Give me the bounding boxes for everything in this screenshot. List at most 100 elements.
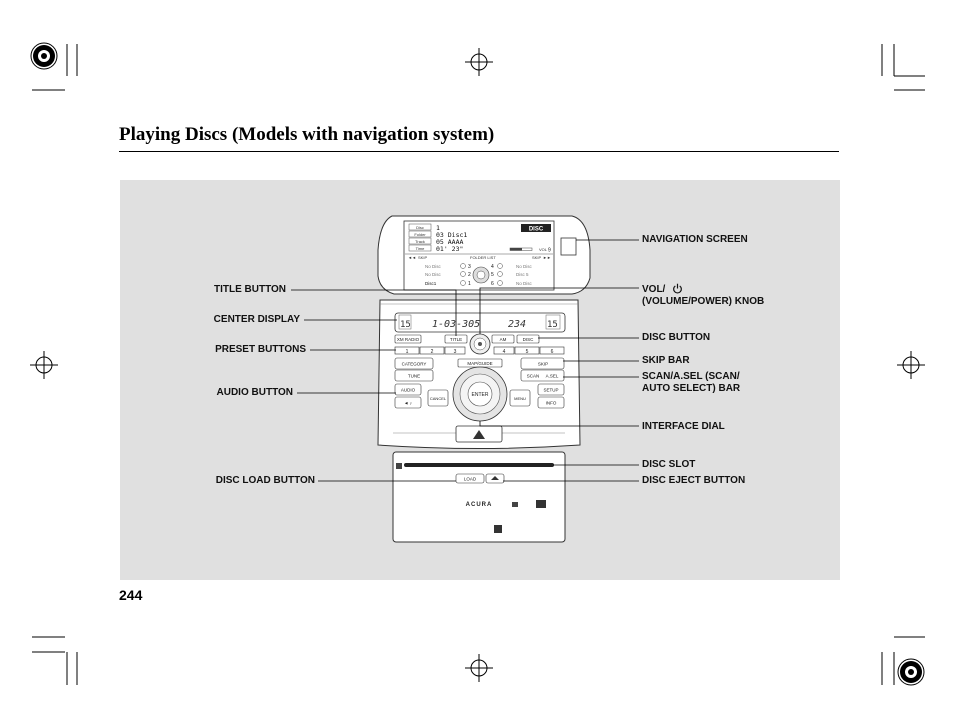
preset-buttons: 1 2 3 4 5 6 <box>394 346 565 355</box>
nav-row-value-2: 05 AAAA <box>436 238 463 246</box>
slot-num-1: 2 <box>468 272 471 278</box>
slot-text-1: No Disc <box>425 272 442 277</box>
callout-vol-knob: VOL/ (VOLUME/POWER) KNOB <box>642 283 764 308</box>
nav-screen-rows: Disc Folder Track Time 1 03 Disc1 05 AAA… <box>405 223 553 287</box>
preset-1-label: 1 <box>406 349 409 355</box>
callout-scan-bar: SCAN/A.SEL (SCAN/ AUTO SELECT) BAR <box>642 371 740 395</box>
title-button-label: TITLE <box>450 337 462 342</box>
skip-bar <box>520 357 565 370</box>
slot-num-5: 6 <box>491 281 494 287</box>
callout-disc-slot: DISC SLOT <box>642 459 696 470</box>
am-button-label: AM <box>500 337 507 342</box>
xm-radio-label: XM RADIO <box>397 337 420 342</box>
menu-label: MENU <box>514 396 526 401</box>
center-display-left: 15 <box>400 320 411 330</box>
callout-scan-line2: AUTO SELECT) BAR <box>642 383 741 394</box>
registration-mark-top-left <box>30 42 58 70</box>
preset-4-label: 4 <box>503 349 506 355</box>
brand-label: ACURA <box>466 502 493 508</box>
page-number: 244 <box>119 587 143 603</box>
nav-folder-list-label: FOLDER LIST <box>470 255 496 260</box>
map-guide-label: MAP/GUIDE <box>467 361 492 366</box>
tune-bar <box>394 369 434 382</box>
hazard-icon <box>473 430 485 439</box>
audio-button <box>394 383 422 396</box>
registration-mark-bottom-right <box>897 658 925 686</box>
page-title: Playing Discs (Models with navigation sy… <box>119 124 495 145</box>
slot-text-4: Disc 5 <box>516 272 529 277</box>
setup-button <box>537 383 565 396</box>
callout-disc-load-button: DISC LOAD BUTTON <box>215 475 315 486</box>
slot-num-0: 1 <box>468 281 471 287</box>
eject-icon <box>491 476 499 480</box>
callout-disc-eject-button: DISC EJECT BUTTON <box>642 475 746 486</box>
tune-label: TUNE <box>408 374 420 379</box>
cancel-button <box>427 389 449 407</box>
load-label: LOAD <box>464 477 477 482</box>
nav-row-label-1: Folder <box>414 232 426 237</box>
slot-num-4: 5 <box>491 272 494 278</box>
nav-row-label-2: Track <box>415 239 425 244</box>
nav-row-value-0: 1 <box>436 224 440 232</box>
disc-changer-unit <box>392 451 566 543</box>
scan-label: SCAN <box>527 374 540 379</box>
nav-volume-label: VOL <box>539 247 548 252</box>
slot-text-0: Disc1 <box>425 281 437 286</box>
cancel-label: CANCEL <box>430 396 447 401</box>
callout-center-display: CENTER DISPLAY <box>213 314 300 325</box>
screen-sensor <box>560 237 577 256</box>
info-button <box>537 396 565 409</box>
callout-vol-line1: VOL/ <box>642 284 666 295</box>
svg-text:◄ ♪: ◄ ♪ <box>404 401 412 406</box>
category-bar <box>394 357 434 370</box>
nav-mode-label: DISC <box>529 227 544 233</box>
nav-skip-label-left: SKIP <box>418 255 427 260</box>
callout-title-button: TITLE BUTTON <box>213 284 286 295</box>
slot-num-3: 4 <box>491 264 494 270</box>
scan-a-sel-bar <box>520 369 565 382</box>
center-display-right: 15 <box>547 320 558 330</box>
preset-3-label: 3 <box>454 349 457 355</box>
nav-row-value-3: 01' 23" <box>436 245 463 253</box>
setup-label: SETUP <box>543 388 558 393</box>
callout-preset-buttons: PRESET BUTTONS <box>215 344 306 355</box>
preset-5-label: 5 <box>526 349 529 355</box>
category-label: CATEGORY <box>402 362 427 367</box>
slot-num-2: 3 <box>468 264 471 270</box>
sound-button <box>394 396 422 409</box>
center-display-track: 234 <box>508 319 526 330</box>
nav-row-value-1: 03 Disc1 <box>436 231 467 239</box>
nav-row-label-0: Disc <box>416 225 424 230</box>
nav-row-label-3: Time <box>416 246 426 251</box>
center-display-main: 1-03-305 <box>432 319 480 330</box>
svg-text:►►: ►► <box>543 255 551 260</box>
callout-disc-button: DISC BUTTON <box>642 332 711 343</box>
callout-navigation-screen: NAVIGATION SCREEN <box>642 234 748 245</box>
menu-button <box>509 389 531 407</box>
callout-audio-button: AUDIO BUTTON <box>216 387 293 398</box>
callout-skip-bar: SKIP BAR <box>642 355 690 366</box>
disc-button <box>516 334 540 344</box>
nav-skip-label-right: SKIP <box>532 255 541 260</box>
slot-indicator-icon <box>396 463 402 469</box>
disc-slot <box>404 463 554 467</box>
am-button <box>491 334 515 344</box>
slot-text-5: No Disc <box>516 281 533 286</box>
power-icon <box>673 283 683 294</box>
callout-scan-line1: SCAN/A.SEL (SCAN/ <box>642 371 740 382</box>
preset-2-label: 2 <box>431 349 434 355</box>
svg-text:◄◄: ◄◄ <box>408 255 416 260</box>
nav-volume-value: 9 <box>548 248 551 254</box>
audio-label: AUDIO <box>401 388 416 393</box>
callout-interface-dial: INTERFACE DIAL <box>642 421 725 432</box>
enter-label: ENTER <box>472 392 489 398</box>
preset-6-label: 6 <box>551 349 554 355</box>
disc-load-button <box>455 473 485 484</box>
info-label: INFO <box>546 401 557 406</box>
slot-text-2: No Disc <box>425 264 442 269</box>
disc-button-label: DISC <box>523 337 535 342</box>
callout-vol-line2: (VOLUME/POWER) KNOB <box>642 296 765 307</box>
slot-text-3: No Disc <box>516 264 533 269</box>
